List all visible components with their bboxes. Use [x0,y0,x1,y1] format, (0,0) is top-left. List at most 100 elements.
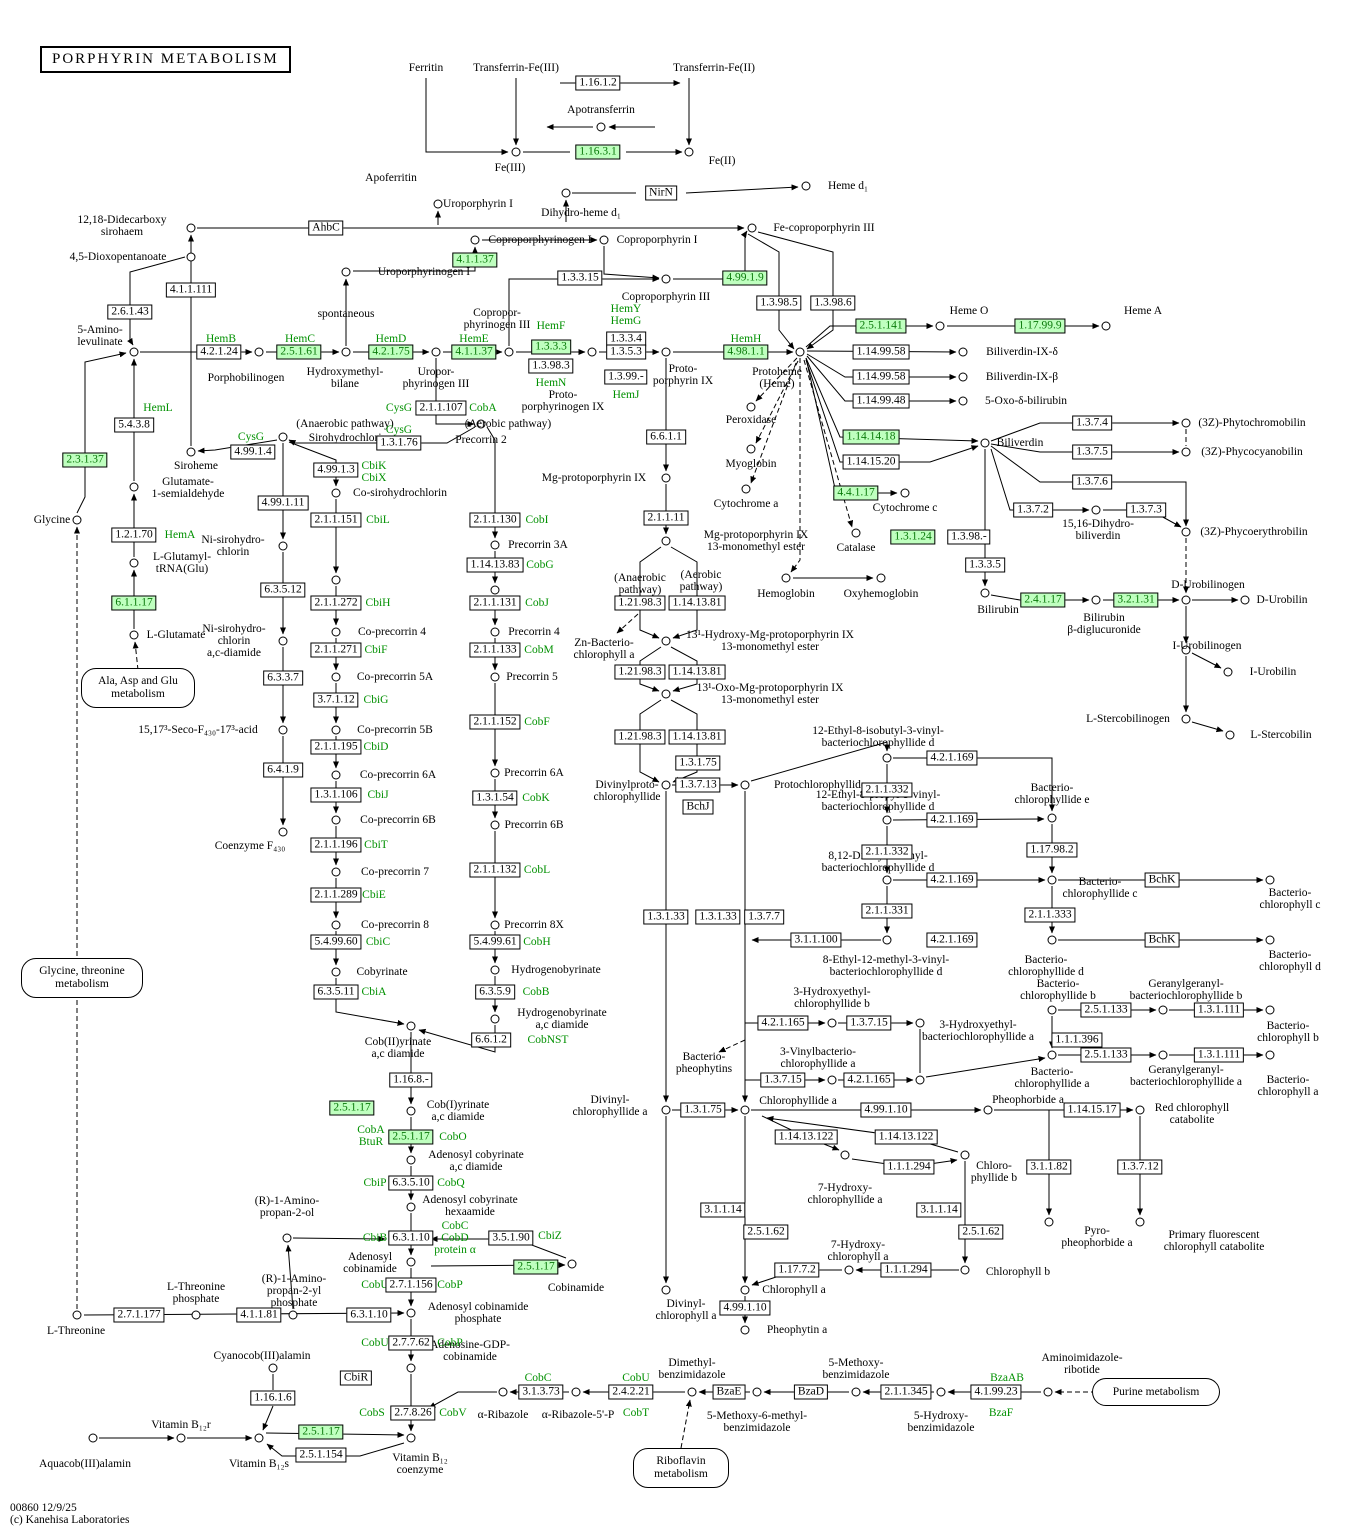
compound-node[interactable] [490,820,500,830]
compound-node[interactable] [936,1387,946,1397]
compound-node[interactable] [1047,813,1057,823]
compound-node[interactable] [186,223,196,233]
compound-node[interactable] [882,753,892,763]
enzyme-box[interactable]: 2.1.1.130 [469,512,521,528]
enzyme-box[interactable]: 4.99.1.3 [313,462,359,478]
compound-node[interactable] [72,1310,82,1320]
enzyme-box[interactable]: NirN [645,185,677,201]
enzyme-box[interactable]: 4.2.1.169 [926,932,978,948]
gene-label[interactable]: CbiH [365,597,391,609]
gene-label[interactable]: BzaAB [990,1372,1024,1384]
compound-node[interactable] [331,575,341,585]
compound-node[interactable] [490,1014,500,1024]
compound-node[interactable] [278,541,288,551]
enzyme-box[interactable]: 6.3.5.10 [388,1175,434,1191]
enzyme-box[interactable]: 2.1.1.152 [469,714,521,730]
compound-node[interactable] [406,1433,416,1443]
compound-node[interactable] [331,815,341,825]
enzyme-box[interactable]: 2.1.1.332 [861,844,913,860]
compound-node[interactable] [331,867,341,877]
enzyme-box[interactable]: 4.1.1.81 [236,1307,282,1323]
compound-node[interactable] [661,347,671,357]
enzyme-box[interactable]: 1.14.99.58 [852,369,910,385]
enzyme-box[interactable]: 1.17.99.9 [1014,318,1066,334]
gene-label[interactable]: CbiP [363,1177,387,1189]
compound-node[interactable] [191,1310,201,1320]
enzyme-box[interactable]: 1.3.7.15 [760,1072,806,1088]
enzyme-box[interactable]: 6.3.5.11 [313,984,359,1000]
enzyme-box[interactable]: 1.3.1.111 [1193,1002,1245,1018]
enzyme-box[interactable]: 1.3.1.54 [472,790,518,806]
compound-node[interactable] [288,1310,298,1320]
enzyme-box[interactable]: 1.2.1.70 [111,527,157,543]
enzyme-box[interactable]: 4.2.1.24 [196,344,242,360]
compound-node[interactable] [844,1265,854,1275]
compound-node[interactable] [1240,595,1250,605]
enzyme-box[interactable]: 1.3.98.3 [528,358,574,374]
enzyme-box[interactable]: 4.2.1.75 [368,344,414,360]
compound-node[interactable] [915,1075,925,1085]
compound-node[interactable] [876,573,886,583]
compound-node[interactable] [476,419,486,429]
compound-node[interactable] [406,1308,416,1318]
gene-label[interactable]: CobC [524,1372,552,1384]
compound-node[interactable] [331,920,341,930]
enzyme-box[interactable]: 4.1.1.37 [452,252,498,268]
gene-label[interactable]: CobT [622,1407,650,1419]
compound-node[interactable] [827,1018,837,1028]
enzyme-box[interactable]: BzaE [712,1384,746,1400]
enzyme-box[interactable]: 2.1.1.195 [310,739,362,755]
enzyme-box[interactable]: 4.1.1.37 [451,344,497,360]
enzyme-box[interactable]: 1.1.1.294 [880,1262,932,1278]
compound-node[interactable] [1181,595,1191,605]
compound-node[interactable] [254,347,264,357]
enzyme-box[interactable]: 4.99.1.10 [860,1102,912,1118]
enzyme-box[interactable]: 2.7.1.156 [385,1277,437,1293]
compound-node[interactable] [282,1233,292,1243]
enzyme-box[interactable]: 1.3.3.15 [557,270,603,286]
gene-label[interactable]: CbiD [363,741,389,753]
gene-label[interactable]: CobA BtuR [357,1124,385,1148]
compound-node[interactable] [661,780,671,790]
compound-node[interactable] [1158,1005,1168,1015]
enzyme-box[interactable]: 1.14.13.83 [466,557,524,573]
gene-label[interactable]: HemE [459,333,489,345]
compound-node[interactable] [661,473,671,483]
enzyme-box[interactable]: 1.14.13.81 [668,664,726,680]
enzyme-box[interactable]: 2.5.1.133 [1080,1002,1132,1018]
enzyme-box[interactable]: 5.4.99.61 [469,934,521,950]
compound-node[interactable] [504,347,514,357]
enzyme-box[interactable]: 1.3.7.15 [846,1015,892,1031]
enzyme-box[interactable]: 4.2.1.169 [926,750,978,766]
enzyme-box[interactable]: 2.5.1.141 [855,318,907,334]
compound-node[interactable] [470,235,480,245]
enzyme-box[interactable]: 1.3.98.5 [756,295,802,311]
enzyme-box[interactable]: 1.3.98.6 [810,295,856,311]
enzyme-box[interactable]: 2.5.1.17 [513,1259,559,1275]
compound-node[interactable] [1181,527,1191,537]
enzyme-box[interactable]: 4.99.1.4 [230,444,276,460]
compound-node[interactable] [1044,1217,1054,1227]
enzyme-box[interactable]: 6.1.1.17 [111,595,157,611]
gene-label[interactable]: CobS [359,1407,385,1419]
compound-node[interactable] [1181,714,1191,724]
compound-node[interactable] [431,347,441,357]
compound-node[interactable] [900,488,910,498]
compound-node[interactable] [129,630,139,640]
compound-node[interactable] [661,536,671,546]
enzyme-box[interactable]: 1.3.1.33 [695,909,741,925]
gene-label[interactable]: CobP [437,1337,463,1349]
compound-node[interactable] [1043,1387,1053,1397]
enzyme-box[interactable]: 1.3.3.4 [606,331,646,347]
compound-node[interactable] [571,1387,581,1397]
enzyme-box[interactable]: 2.1.1.271 [310,642,362,658]
compound-node[interactable] [490,965,500,975]
compound-node[interactable] [661,689,671,699]
enzyme-box[interactable]: 1.3.7.6 [1072,474,1112,490]
enzyme-box[interactable]: 2.1.1.132 [469,862,521,878]
enzyme-box[interactable]: 1.3.7.13 [675,777,721,793]
compound-node[interactable] [331,672,341,682]
compound-node[interactable] [915,1018,925,1028]
compound-node[interactable] [684,147,694,157]
enzyme-box[interactable]: 6.3.3.7 [263,670,303,686]
